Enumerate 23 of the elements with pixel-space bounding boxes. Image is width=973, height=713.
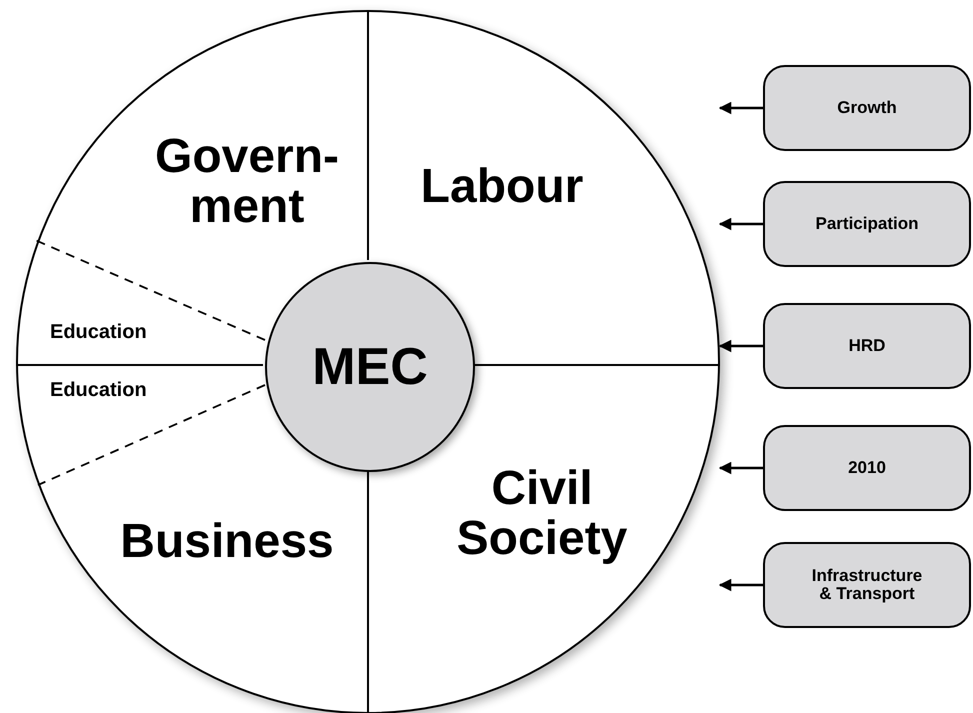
arrow: [718, 340, 763, 352]
box-label: Participation: [816, 215, 918, 233]
box-label: HRD: [848, 337, 886, 355]
hub-label: MEC: [312, 337, 428, 397]
rounded-box: [763, 425, 971, 511]
arrow: [718, 102, 763, 114]
outer-circle: [16, 10, 720, 713]
box-label: Infrastructure & Transport: [810, 567, 924, 603]
rounded-box: [763, 542, 971, 628]
rounded-box: [763, 181, 971, 267]
sector-label: Govern- ment: [142, 132, 352, 233]
rounded-box: [763, 65, 971, 151]
sector-label: Labour: [397, 162, 607, 212]
sector-label: Civil Society: [422, 464, 662, 565]
arrow: [718, 578, 763, 592]
box-label: 2010: [848, 459, 886, 477]
sector-label: Education: [50, 380, 200, 401]
arrow: [718, 462, 763, 474]
arrow: [718, 218, 763, 230]
rounded-box: [763, 303, 971, 389]
sector-label: Education: [50, 322, 200, 343]
box-label: Growth: [837, 99, 897, 117]
sector-label: Business: [102, 517, 352, 568]
